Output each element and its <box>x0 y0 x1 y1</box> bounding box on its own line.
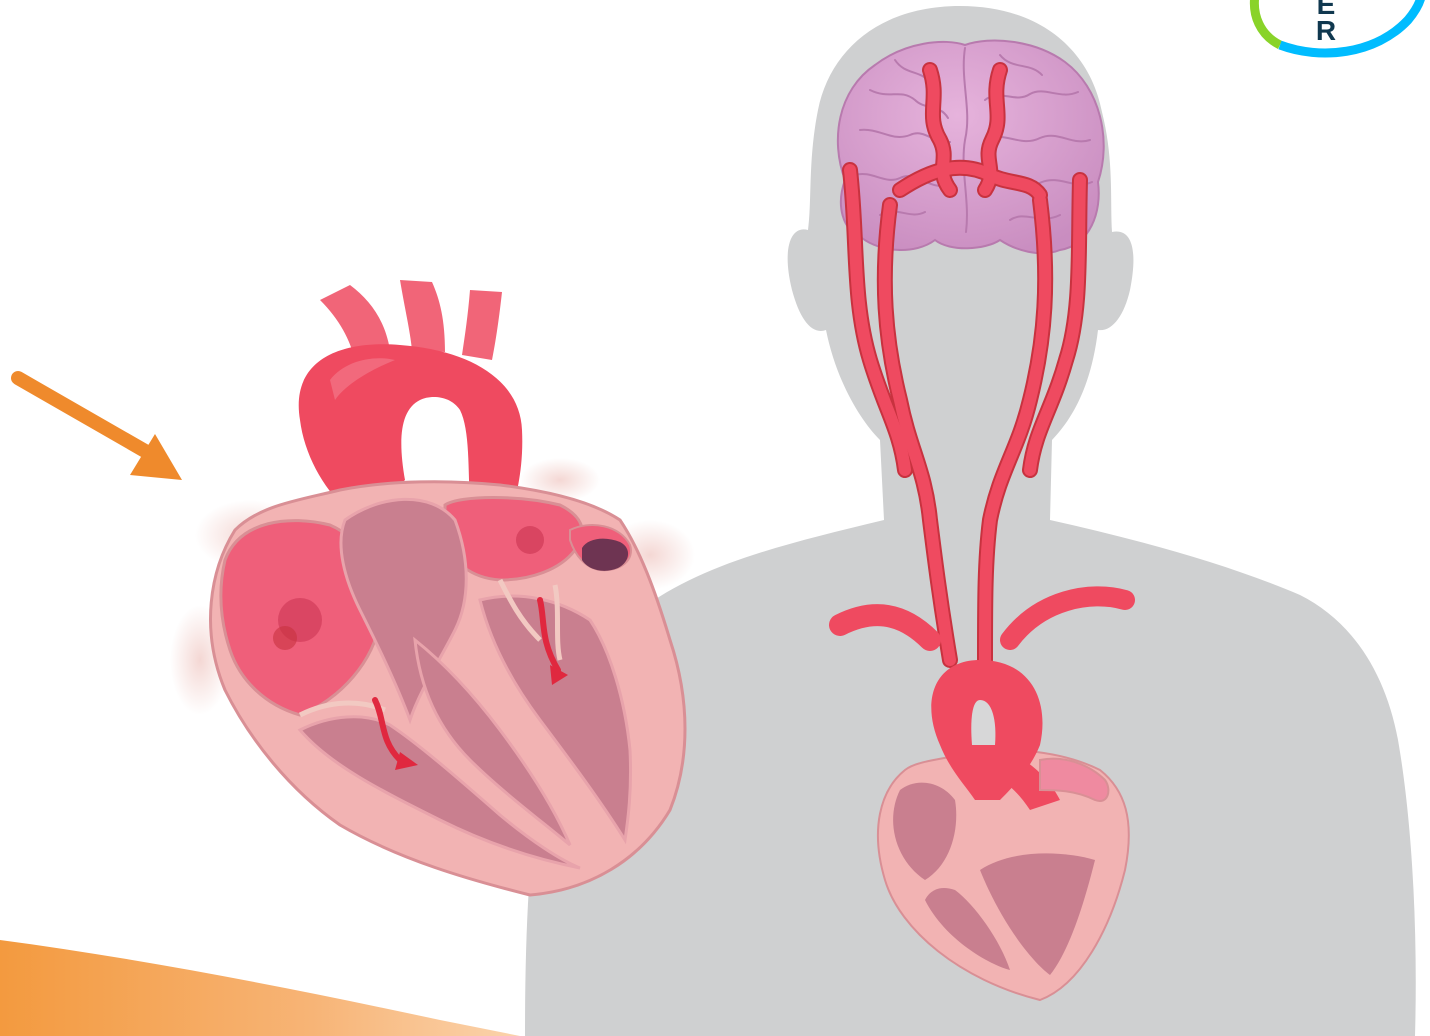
orange-band <box>0 940 520 1036</box>
orange-arrow-icon <box>18 378 182 480</box>
logo-wordmark: E R <box>1312 0 1340 44</box>
blood-clot-icon <box>582 539 628 571</box>
logo-letter-r: R <box>1312 18 1340 44</box>
large-heart <box>170 280 695 895</box>
brain <box>838 41 1104 254</box>
